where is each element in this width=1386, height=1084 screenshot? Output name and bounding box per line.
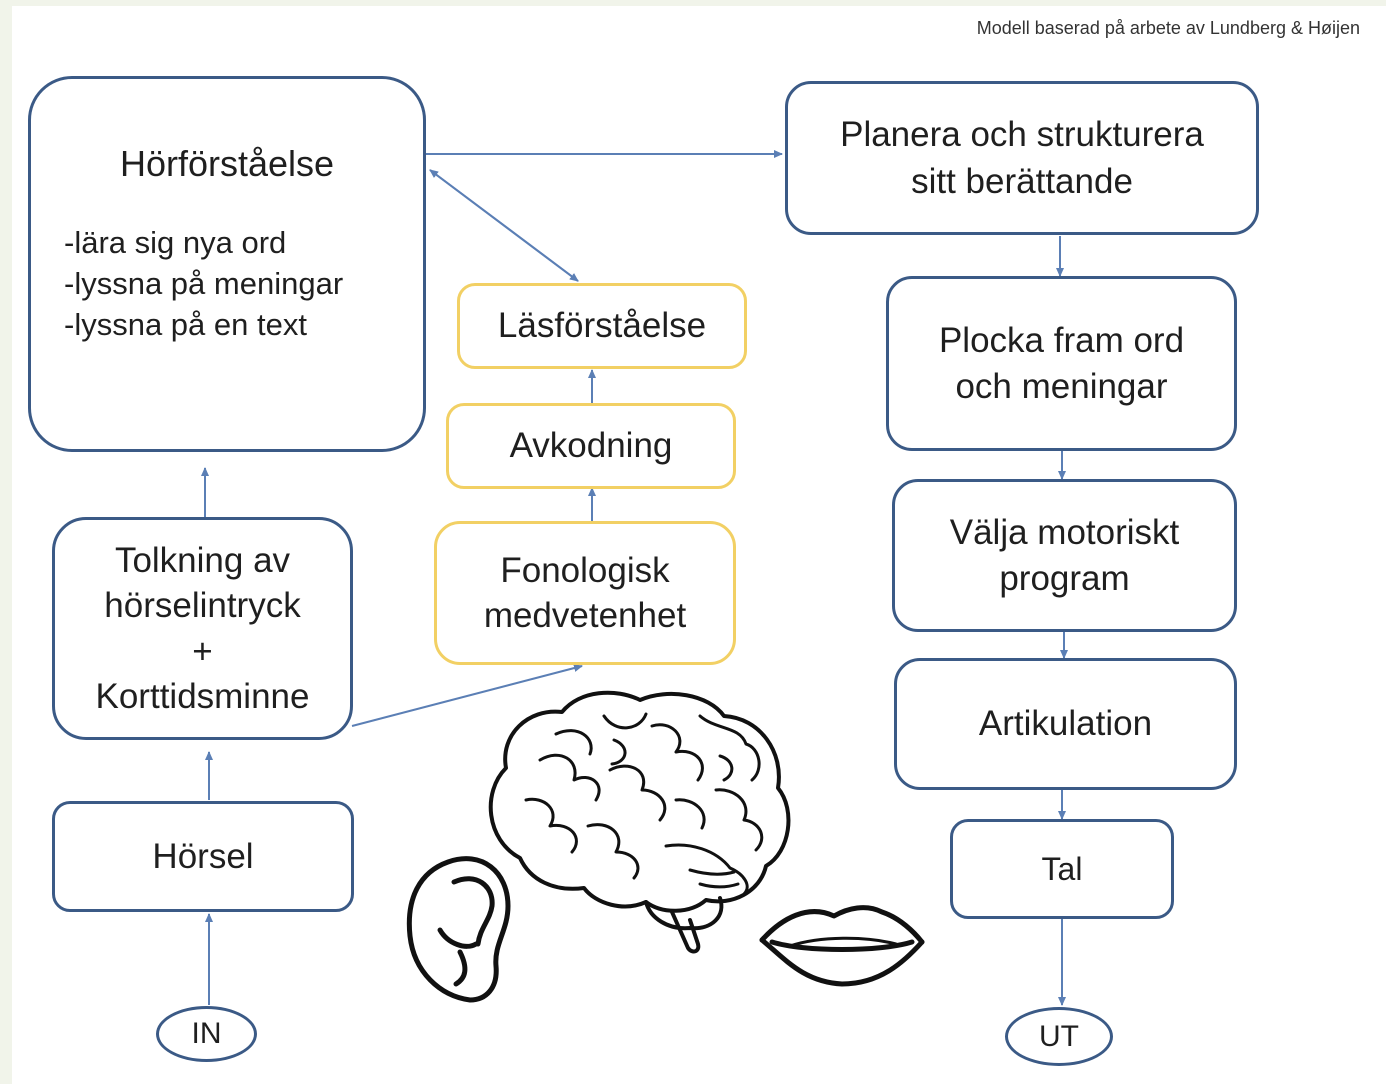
lips-icon [759, 905, 925, 987]
ut-label: UT [1039, 1019, 1079, 1053]
horsel-box: Hörsel [52, 801, 354, 912]
artikulation-box: Artikulation [894, 658, 1237, 790]
horforstaelse-list: -lära sig nya ord -lyssna på meningar -l… [64, 222, 343, 346]
tolkning-line-1: Tolkning av [114, 540, 291, 580]
ear-icon [406, 856, 511, 1003]
fonologisk-box: Fonologisk medvetenhet [434, 521, 736, 665]
horforstaelse-box: Hörförståelse -lära sig nya ord -lyssna … [28, 76, 426, 452]
ut-node: UT [1005, 1007, 1113, 1066]
horforstaelse-title: Hörförståelse [119, 143, 335, 184]
model-credit: Modell baserad på arbete av Lundberg & H… [976, 18, 1360, 38]
tal-box: Tal [950, 819, 1174, 919]
list-item: -lyssna på meningar [64, 266, 344, 302]
arrow-tolkning-to-fonologisk [351, 664, 583, 727]
tolkning-plus: + [192, 631, 213, 671]
tolkning-line-3: Korttidsminne [95, 677, 310, 716]
planera-line-2: sitt berättande [911, 162, 1133, 201]
planera-box: Planera och strukturera sitt berättande [785, 81, 1259, 235]
lasforstaelse-label: Läsförståelse [497, 306, 707, 346]
plocka-line-1: Plocka fram ord [938, 321, 1185, 360]
planera-line-1: Planera och strukturera [840, 114, 1204, 154]
tolkning-line-2: hörselintryck [104, 586, 301, 625]
arrow-lasforstaelse-to-horforstaelse [429, 169, 579, 282]
in-node: IN [156, 1006, 257, 1062]
fonologisk-line-1: Fonologisk [500, 550, 670, 590]
avkodning-box: Avkodning [446, 403, 736, 489]
list-item: -lyssna på en text [64, 307, 307, 343]
lasforstaelse-box: Läsförståelse [457, 283, 747, 369]
horsel-label: Hörsel [152, 836, 254, 876]
valja-line-2: program [999, 558, 1130, 598]
avkodning-label: Avkodning [509, 426, 673, 466]
tolkning-box: Tolkning av hörselintryck + Korttidsminn… [52, 517, 353, 740]
brain-icon [488, 690, 791, 954]
plocka-line-2: och meningar [955, 366, 1168, 406]
plocka-box: Plocka fram ord och meningar [886, 276, 1237, 451]
tal-label: Tal [1041, 851, 1083, 887]
list-item: -lära sig nya ord [64, 225, 287, 260]
artikulation-label: Artikulation [978, 704, 1153, 744]
in-label: IN [191, 1017, 222, 1051]
valja-box: Välja motoriskt program [892, 479, 1237, 632]
valja-line-1: Välja motoriskt [949, 513, 1180, 552]
fonologisk-line-2: medvetenhet [483, 596, 687, 635]
